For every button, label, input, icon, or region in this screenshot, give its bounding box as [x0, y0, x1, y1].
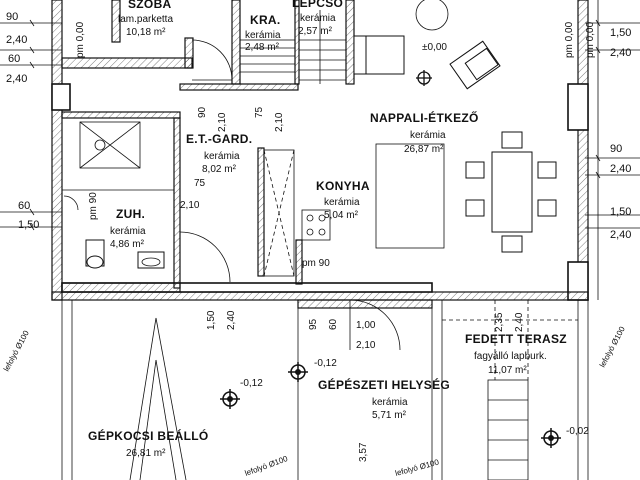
room-kra-name: KRA. — [250, 13, 281, 27]
interior-dimensions: pm 0,00 pm 0,00 pm 0,00 pm 90 pm 90 90 2… — [75, 21, 596, 462]
left-dimension-chain: 90 2,40 60 2,40 60 1,50 — [0, 11, 62, 231]
pm-right-label: pm 0,00 — [564, 21, 575, 58]
room-nappali-area: 26,87 m² — [404, 144, 444, 155]
room-kra-area: 2,48 m² — [245, 42, 280, 53]
room-zuh-finish: kerámia — [110, 226, 146, 237]
dim-357: 3,57 — [358, 442, 369, 462]
level-garage: -0,12 — [240, 378, 263, 389]
room-labels: SZOBA lam.parketta 10,18 m² KRA. kerámia… — [88, 0, 567, 459]
bathroom-fixtures — [79, 121, 165, 269]
dim-210b: 2,10 — [274, 112, 285, 132]
interior-walls — [61, 83, 303, 293]
dim-210c: 2,10 — [180, 200, 200, 211]
room-kra-finish: kerámia — [245, 30, 281, 41]
room-zuh-area: 4,86 m² — [110, 239, 145, 250]
dim-210a: 2,10 — [217, 112, 228, 132]
dim-right-240c: 2,40 — [610, 229, 631, 241]
level-terrace: -0,02 — [566, 426, 589, 437]
living-furniture — [263, 0, 557, 277]
dim-right-150b: 1,50 — [610, 206, 631, 218]
dim-60: 60 — [328, 318, 339, 330]
dim-235: 2,35 — [494, 312, 505, 332]
level-gepeszeti: -0,12 — [314, 358, 337, 369]
dim-right-150: 1,50 — [610, 27, 631, 39]
pm-szoba-label: pm 0,00 — [75, 21, 86, 58]
pm-zuh-label: pm 90 — [88, 192, 99, 220]
dim-left-90: 90 — [6, 11, 18, 23]
downpipe-label-bottom-2: lefolyó Ø100 — [394, 457, 440, 477]
dim-left-240: 2,40 — [6, 34, 27, 46]
right-dimension-chain: 1,50 2,40 90 2,40 1,50 2,40 — [585, 0, 640, 300]
room-lepcso-name: LÉPCSŐ — [292, 0, 343, 10]
room-etgard-area: 8,02 m² — [202, 164, 237, 175]
room-konyha-name: KONYHA — [316, 179, 370, 193]
room-terasz-name: FEDETT TERASZ — [465, 332, 567, 346]
dim-95: 95 — [308, 318, 319, 330]
dim-240: 2,40 — [226, 310, 237, 330]
room-etgard-name: E.T.-GARD. — [186, 132, 252, 146]
exterior-walls — [51, 0, 589, 301]
dim-left-60b: 60 — [18, 200, 30, 212]
lower-area — [61, 299, 589, 480]
room-szoba-area: 10,18 m² — [126, 27, 166, 38]
dim-150: 1,50 — [206, 310, 217, 330]
dim-left-240b: 2,40 — [6, 73, 27, 85]
room-gepkocsi-area: 26,81 m² — [126, 448, 166, 459]
dim-left-60: 60 — [8, 53, 20, 65]
drain-icon — [541, 428, 561, 448]
room-etgard-finish: kerámia — [204, 151, 240, 162]
room-terasz-finish: fagyálló lapburk. — [474, 351, 547, 362]
room-terasz-area: 11,07 m² — [488, 365, 527, 376]
room-konyha-area: 5,04 m² — [324, 210, 359, 221]
drain-icon — [288, 362, 308, 382]
staircase — [239, 10, 346, 85]
room-konyha-finish: kerámia — [324, 197, 360, 208]
drain-icon — [220, 389, 240, 409]
drain-markers — [220, 70, 561, 448]
dim-75a: 75 — [254, 106, 265, 118]
room-lepcso-finish: kerámia — [300, 13, 336, 24]
downpipe-labels: lefolyó Ø100 lefolyó Ø100 lefolyó Ø100 l… — [2, 325, 627, 478]
downpipe-label-bottom: lefolyó Ø100 — [244, 454, 290, 478]
room-lepcso-area: 2,57 m² — [298, 26, 333, 37]
room-nappali-finish: kerámia — [410, 130, 446, 141]
dim-75b: 75 — [194, 178, 206, 189]
dim-right-240: 2,40 — [610, 47, 631, 59]
downpipe-label-left: lefolyó Ø100 — [2, 329, 31, 373]
room-szoba-name: SZOBA — [128, 0, 172, 11]
room-gepeszeti-finish: kerámia — [372, 397, 408, 408]
room-gepeszeti-name: GÉPÉSZETI HELYSÉG — [318, 377, 450, 392]
dim-210d: 2,10 — [356, 340, 376, 351]
dim-90a: 90 — [197, 106, 208, 118]
level-marker-icon — [416, 70, 432, 86]
dim-left-150: 1,50 — [18, 219, 39, 231]
room-gepeszeti-area: 5,71 m² — [372, 410, 407, 421]
room-szoba-finish: lam.parketta — [118, 14, 173, 25]
dim-240b: 2,40 — [514, 312, 525, 332]
room-zuh-name: ZUH. — [116, 207, 145, 221]
dim-right-90: 90 — [610, 143, 622, 155]
downpipe-label-right: lefolyó Ø100 — [598, 325, 627, 369]
level-labels: ±0,00 -0,12 -0,12 -0,02 — [240, 42, 589, 437]
room-gepkocsi-name: GÉPKOCSI BEÁLLÓ — [88, 428, 209, 443]
room-nappali-name: NAPPALI-ÉTKEZŐ — [370, 110, 479, 125]
dim-100: 1,00 — [356, 320, 376, 331]
dim-right-240b: 2,40 — [610, 163, 631, 175]
pm-right-label-2: pm 0,00 — [585, 21, 596, 58]
pm-konyha-label: pm 90 — [302, 258, 330, 269]
level-zero: ±0,00 — [422, 42, 447, 53]
